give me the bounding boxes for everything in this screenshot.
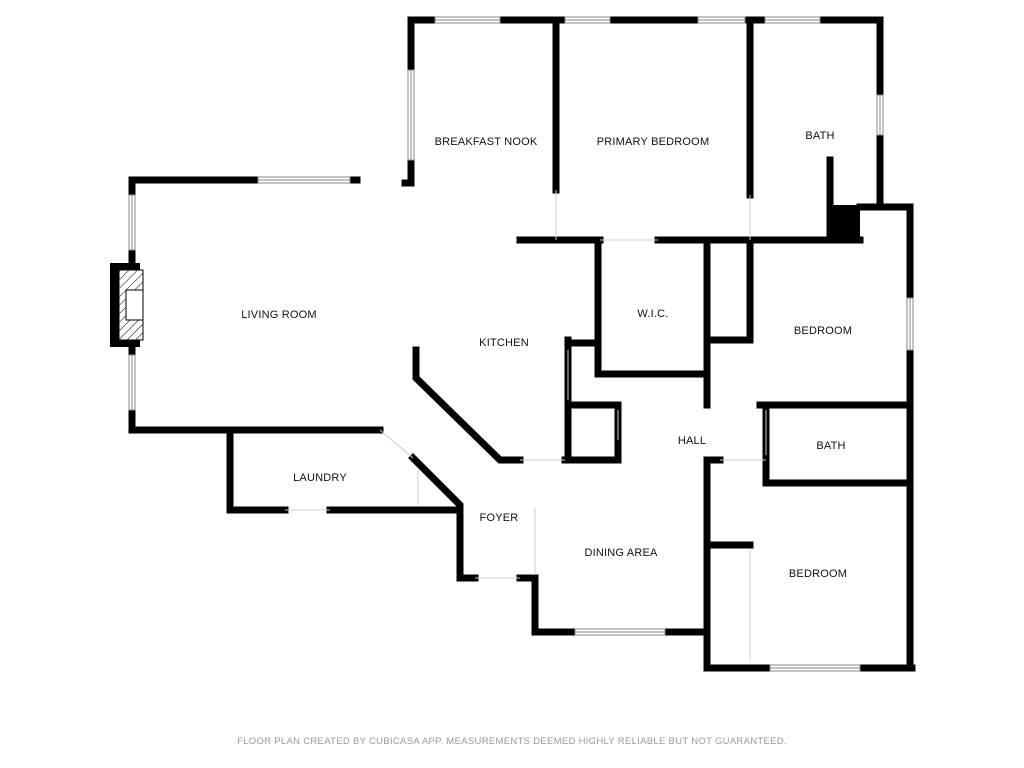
room-label-living-room: LIVING ROOM — [241, 309, 317, 321]
windows — [128, 16, 914, 672]
room-label-bath-primary: BATH — [805, 130, 835, 142]
room-label-hall: HALL — [677, 435, 707, 447]
room-label-primary-bedroom: PRIMARY BEDROOM — [596, 136, 710, 148]
room-label-bath-2: BATH — [816, 440, 846, 452]
room-label-foyer: FOYER — [479, 512, 519, 524]
room-label-dining-area: DINING AREA — [584, 547, 658, 559]
room-label-kitchen: KITCHEN — [479, 337, 529, 349]
room-label-bedroom-2: BEDROOM — [788, 568, 848, 580]
disclaimer-footer: FLOOR PLAN CREATED BY CUBICASA APP. MEAS… — [237, 736, 787, 747]
room-label-laundry: LAUNDRY — [293, 472, 347, 484]
room-label-breakfast-nook: BREAKFAST NOOK — [434, 136, 538, 148]
room-label-bedroom-1: BEDROOM — [793, 325, 853, 337]
room-label-wic: W.I.C. — [637, 308, 669, 320]
fireplace — [110, 263, 144, 347]
dark-column — [830, 205, 860, 243]
doorways — [285, 190, 767, 660]
